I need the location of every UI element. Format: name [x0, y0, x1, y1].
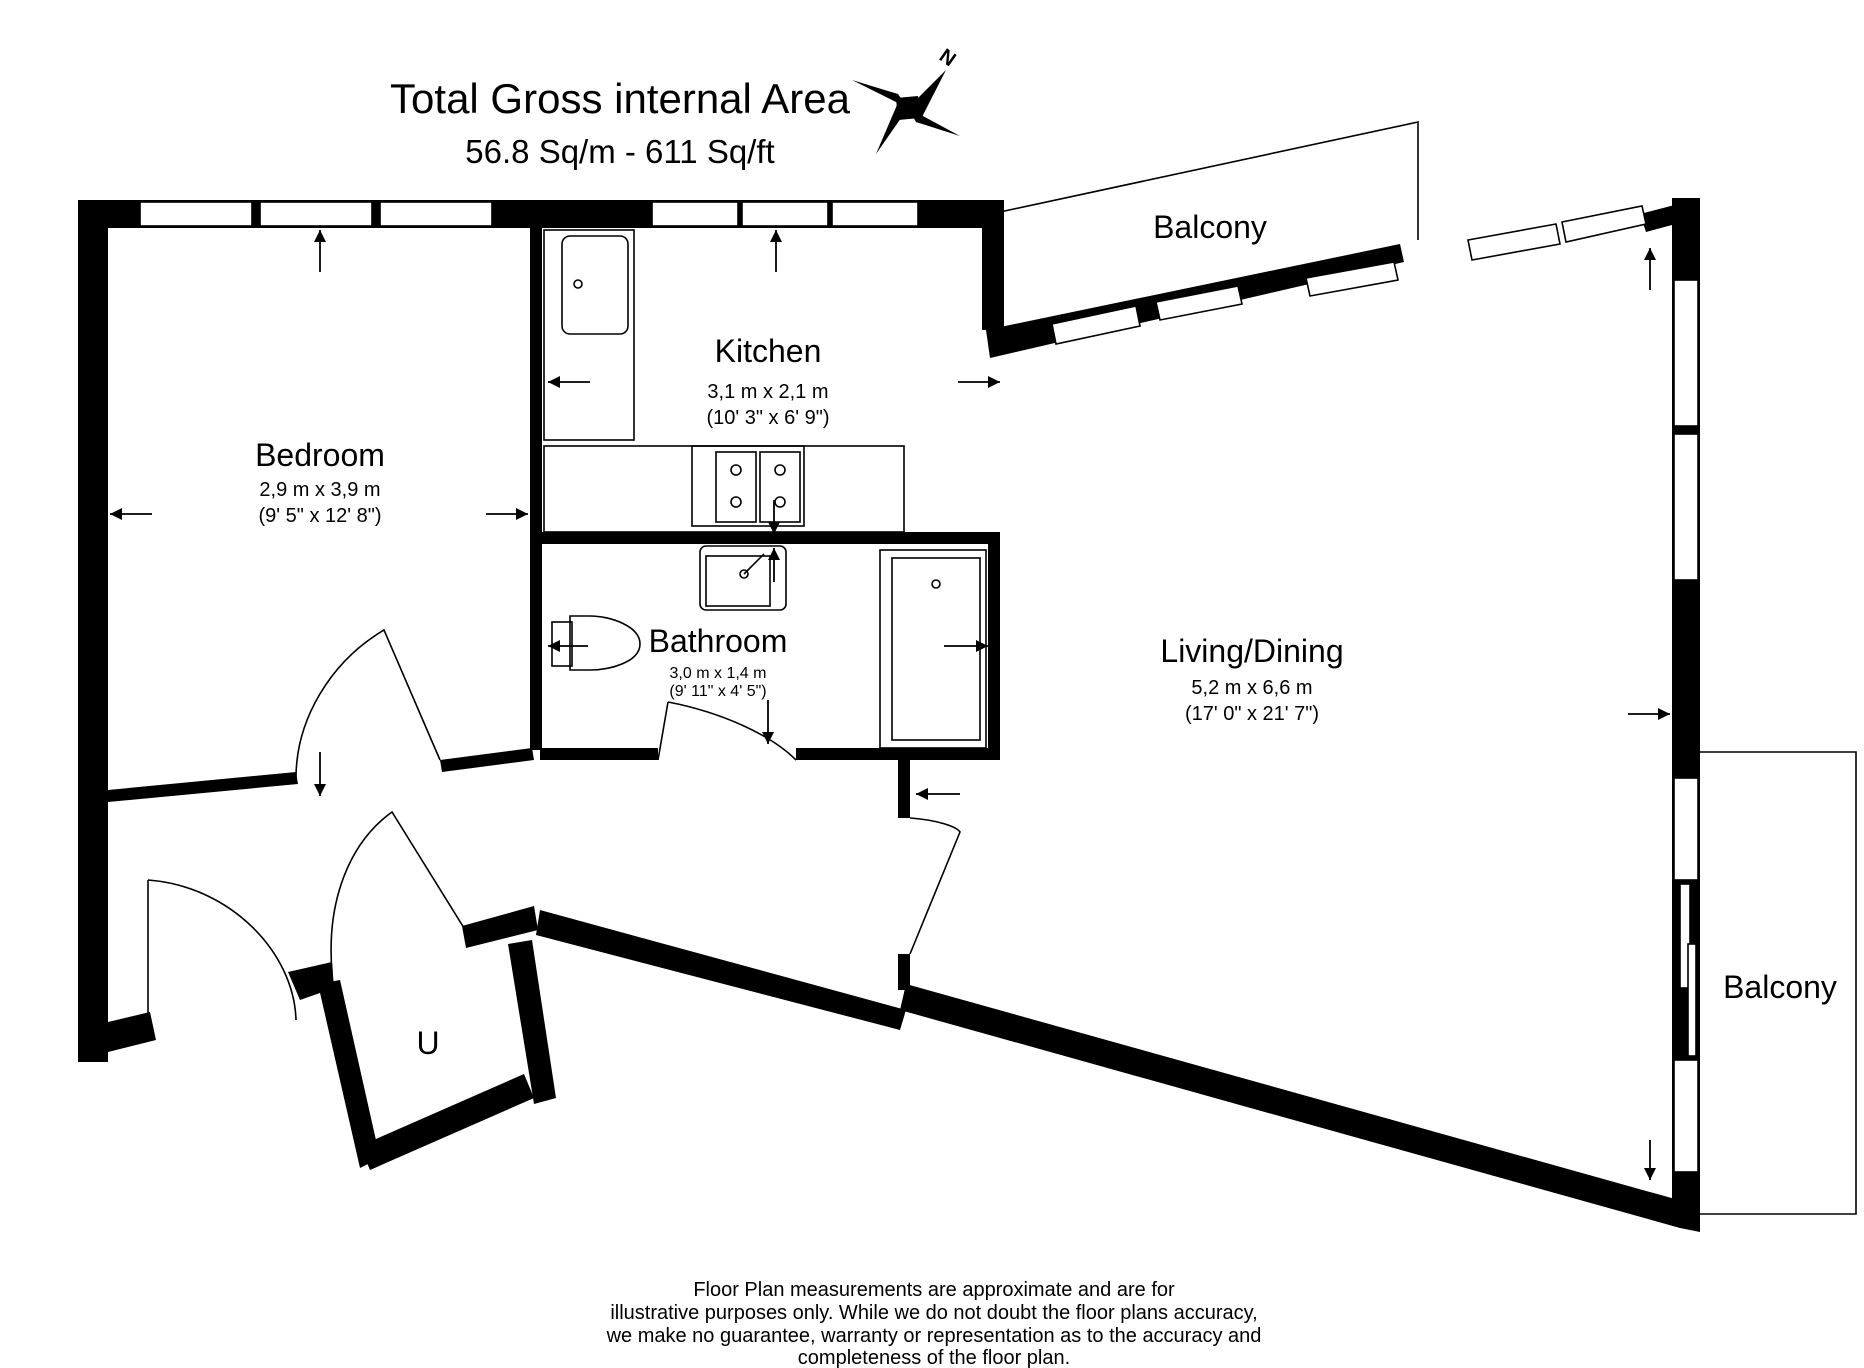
- disclaimer-line-3: we make no guarantee, warranty or repres…: [606, 1325, 1262, 1347]
- disclaimer-line-2: illustrative purposes only. While we do …: [610, 1302, 1257, 1324]
- top-windows: [139, 201, 919, 227]
- bathroom-imperial: (9' 11" x 4' 5"): [669, 683, 766, 700]
- kitchen-metric: 3,1 m x 2,1 m: [707, 381, 828, 403]
- bedroom-imperial: (9' 5" x 12' 8"): [259, 505, 382, 527]
- living-metric: 5,2 m x 6,6 m: [1191, 677, 1312, 699]
- balcony-top-label: Balcony: [1153, 209, 1267, 245]
- kitchen-label: Kitchen: [715, 333, 822, 369]
- disclaimer-line-1: Floor Plan measurements are approximate …: [693, 1279, 1175, 1301]
- doors: [147, 628, 961, 1021]
- bathroom-label: Bathroom: [649, 623, 788, 659]
- balcony-right-outline: [1700, 751, 1857, 1215]
- bedroom-metric: 2,9 m x 3,9 m: [259, 479, 380, 501]
- living-imperial: (17' 0" x 21' 7"): [1185, 703, 1319, 725]
- plan-title: Total Gross internal Area: [390, 75, 851, 122]
- utility-label: U: [416, 1025, 439, 1061]
- direction-arrows: [110, 230, 1670, 1180]
- compass-icon: N: [852, 45, 960, 154]
- bathroom-metric: 3,0 m x 1,4 m: [670, 665, 767, 682]
- exterior-walls: [78, 198, 1700, 1232]
- balcony-right-label: Balcony: [1723, 969, 1837, 1005]
- angled-windows: [1051, 205, 1647, 345]
- balcony-top-outline: [999, 121, 1419, 240]
- bedroom-label: Bedroom: [255, 437, 385, 473]
- area-value: 56.8 Sq/m - 611 Sq/ft: [465, 133, 774, 170]
- compass-north-label: N: [935, 45, 959, 71]
- right-windows: [1673, 279, 1699, 1173]
- disclaimer-line-4: completeness of the floor plan.: [798, 1347, 1070, 1368]
- kitchen-imperial: (10' 3" x 6' 9"): [707, 407, 830, 429]
- interior-walls: [108, 228, 1000, 1170]
- kitchen-fixtures: [543, 229, 905, 533]
- disclaimer: Floor Plan measurements are approximate …: [606, 1279, 1262, 1368]
- living-label: Living/Dining: [1160, 633, 1343, 669]
